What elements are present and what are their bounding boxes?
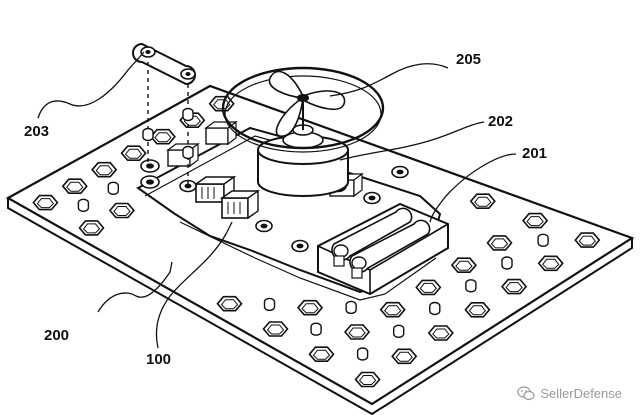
hex-hole [262,321,289,337]
hex-hole [32,194,59,211]
ref-label-202: 202 [488,113,513,130]
hex-hole [451,257,477,274]
hex-hole [427,325,454,341]
hex-hole [297,299,323,316]
hex-hole [216,295,243,312]
peg [465,279,477,293]
hex-hole [208,95,235,112]
hex-hole [109,202,135,219]
watermark-text: SellerDefense [540,386,622,401]
peg [501,256,513,270]
peg [429,301,441,316]
peg [393,324,405,338]
crank-link [132,42,196,186]
hex-hole [464,301,491,318]
hex-hole [120,145,147,161]
hex-hole [391,348,418,365]
hex-hole [522,212,548,229]
hex-hole [150,128,176,145]
watermark: SellerDefense [517,386,622,401]
hex-hole [501,278,527,295]
peg [107,181,120,196]
hex-hole [415,279,442,296]
hex-hole [78,220,105,236]
hex-hole [469,193,496,209]
wechat-icon [517,386,535,401]
peg [356,347,369,361]
ref-label-200: 200 [44,327,69,344]
hex-hole [91,161,117,178]
ref-label-201: 201 [522,145,547,162]
hex-hole [344,324,370,340]
ref-label-205: 205 [456,51,481,68]
hex-hole [379,301,406,318]
peg [537,233,549,248]
ref-label-100: 100 [146,351,171,368]
battery-holder [317,202,449,296]
hex-hole [354,371,381,388]
hex-hole [574,232,601,248]
peg [310,322,322,336]
leader-lines [37,51,517,349]
hex-hole [537,255,564,272]
peg [77,198,90,213]
ref-label-203: 203 [24,123,49,140]
motor-fan-assembly [221,66,385,197]
hex-hole [486,235,513,251]
peg [263,297,276,312]
hex-hole [308,346,335,363]
hex-hole [62,178,88,194]
peg [345,300,357,315]
